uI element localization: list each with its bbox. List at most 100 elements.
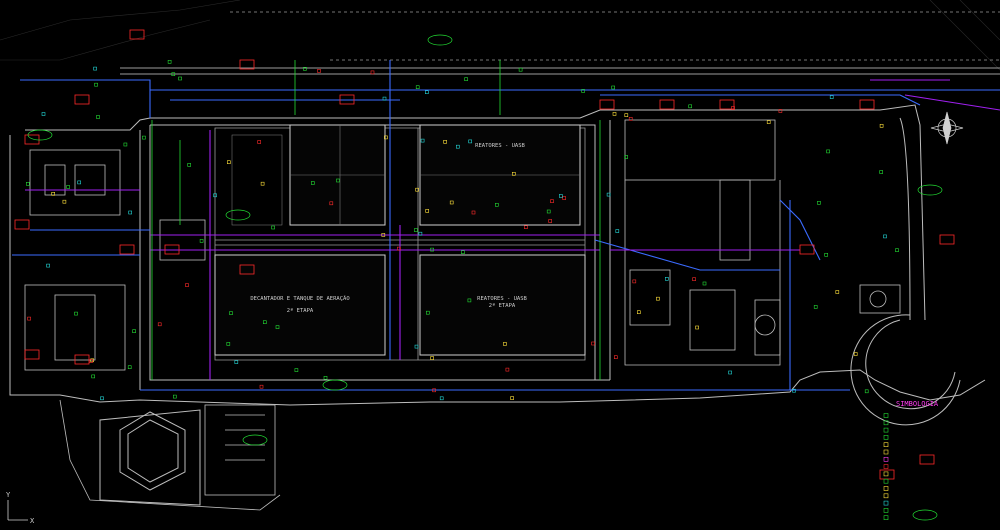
red-tag-15 (919, 454, 935, 465)
area-label-decanter-stage: 2ª ETAPA (287, 307, 314, 314)
red-tag-7 (339, 94, 355, 105)
device-symbol-7 (468, 139, 473, 144)
red-tag-13 (659, 99, 675, 110)
device-symbol-83 (835, 290, 840, 294)
device-symbol-93 (695, 325, 699, 330)
device-symbol-70 (425, 310, 430, 315)
device-symbol-15 (624, 155, 629, 159)
device-symbol-9 (524, 225, 528, 229)
device-symbol-62 (77, 180, 81, 185)
device-symbol-65 (167, 59, 172, 64)
device-symbol-20 (336, 178, 340, 183)
device-symbol-19 (157, 322, 162, 327)
device-symbol-107 (558, 194, 563, 198)
device-symbol-102 (883, 234, 887, 239)
legend-symbol-7 (883, 464, 889, 469)
legend-title: SIMBOLOGIA (896, 400, 939, 408)
device-symbol-30 (879, 170, 884, 174)
callout-ellipse-4 (427, 34, 453, 46)
legend-symbol-1 (883, 420, 889, 426)
device-symbol-101 (303, 67, 307, 71)
device-symbol-1 (123, 142, 128, 147)
device-symbol-59 (778, 109, 783, 113)
device-symbol-29 (632, 279, 637, 284)
device-symbol-104 (185, 283, 189, 287)
device-symbol-67 (382, 96, 387, 101)
device-symbol-106 (294, 368, 299, 372)
red-tag-6 (239, 59, 255, 70)
device-symbol-87 (728, 370, 732, 375)
device-symbol-57 (93, 66, 97, 71)
device-symbol-17 (420, 138, 425, 143)
device-symbol-26 (142, 135, 146, 140)
device-symbol-108 (766, 120, 771, 124)
device-symbol-31 (414, 228, 418, 232)
device-symbol-76 (187, 163, 191, 167)
device-symbol-75 (94, 82, 98, 87)
device-symbol-39 (692, 277, 696, 282)
red-tag-5 (239, 264, 255, 275)
legend-symbol-5 (883, 449, 889, 455)
device-symbol-85 (817, 201, 821, 205)
device-symbol-63 (227, 160, 231, 164)
device-symbol-66 (581, 89, 585, 93)
device-symbol-33 (425, 209, 430, 213)
device-symbol-58 (503, 342, 507, 346)
legend-symbol-11 (883, 493, 889, 499)
device-symbol-80 (494, 203, 499, 207)
device-symbol-92 (606, 192, 611, 197)
device-symbol-37 (792, 388, 796, 393)
device-symbol-112 (455, 144, 460, 149)
decanter-block (214, 254, 386, 356)
device-symbol-114 (317, 69, 321, 73)
device-symbol-103 (51, 192, 56, 196)
hexagon-building (99, 409, 201, 506)
device-symbol-71 (323, 375, 328, 380)
device-symbol-40 (518, 67, 523, 72)
red-tag-2 (74, 94, 90, 105)
device-symbol-110 (824, 253, 829, 257)
device-symbol-49 (548, 219, 553, 223)
device-symbol-34 (257, 140, 262, 144)
area-label-reactors-1: REATORES - UASB (475, 143, 525, 149)
device-symbol-8 (624, 113, 629, 117)
legend-symbol-2 (883, 427, 889, 433)
device-symbol-6 (611, 85, 616, 90)
device-symbol-81 (127, 365, 132, 370)
device-symbol-43 (636, 310, 641, 315)
red-tag-3 (14, 219, 30, 230)
device-symbol-64 (731, 106, 735, 110)
legend: SIMBOLOGIA (883, 400, 939, 521)
device-symbol-50 (132, 329, 136, 334)
red-tag-4 (119, 244, 135, 255)
device-symbol-25 (702, 281, 707, 286)
device-symbol-118 (384, 135, 388, 140)
device-symbol-5 (275, 325, 280, 329)
axis-y-label: Y (6, 491, 11, 499)
device-symbol-2 (418, 231, 423, 236)
device-symbol-90 (415, 85, 420, 89)
callout-ellipse-1 (225, 209, 251, 221)
north-arrow (930, 111, 964, 145)
device-symbol-117 (829, 95, 834, 99)
device-symbol-21 (91, 374, 95, 379)
device-symbol-22 (234, 360, 239, 364)
device-symbol-94 (471, 210, 476, 215)
device-symbol-52 (41, 112, 46, 116)
device-symbol-86 (467, 298, 472, 303)
reactor-block-2 (419, 254, 586, 356)
red-tag-18 (74, 354, 90, 365)
callout-ellipse-3 (917, 184, 943, 196)
device-symbol-60 (464, 77, 468, 81)
red-tag-0 (129, 29, 145, 40)
device-symbol-11 (864, 389, 869, 394)
device-symbol-38 (853, 352, 858, 356)
legend-symbol-9 (883, 478, 889, 484)
device-symbol-0 (461, 250, 465, 254)
red-tag-11 (859, 99, 875, 110)
device-symbol-13 (879, 124, 884, 128)
red-tag-17 (24, 349, 40, 360)
device-symbol-119 (370, 70, 375, 75)
area-label-decanter: DECANTADOR E TANQUE DE AERAÇÃO (250, 295, 349, 302)
